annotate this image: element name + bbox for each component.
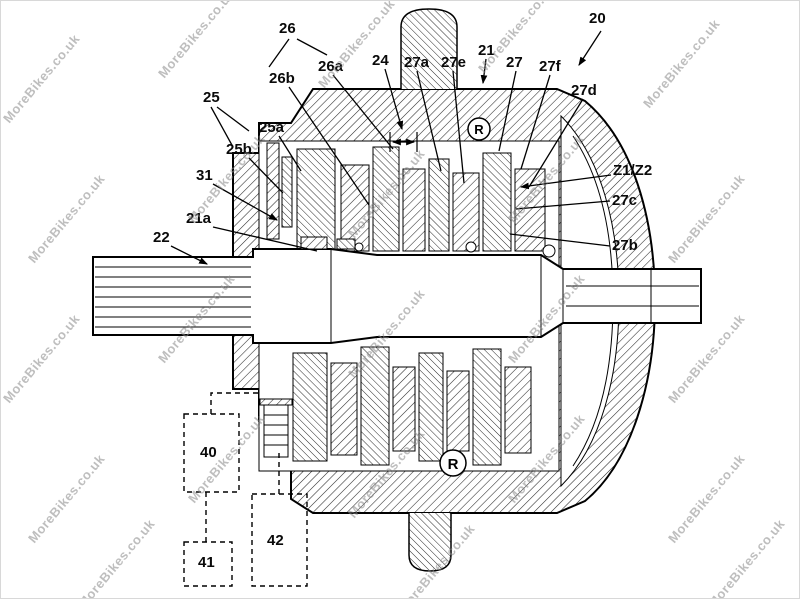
leader-lines <box>170 30 612 265</box>
part-label-27b: 27b <box>612 237 638 254</box>
registered-letter-top: R <box>474 122 484 137</box>
registered-symbol-top: R <box>467 117 491 141</box>
part-label-27c: 27c <box>612 192 638 209</box>
part-label-42: 42 <box>267 532 284 549</box>
dimension-arrow <box>389 132 418 152</box>
part-label-27e: 27e <box>441 54 467 71</box>
dashed-connectors <box>183 392 308 587</box>
part-label-24: 24 <box>372 52 389 69</box>
auxiliary-shaft <box>259 398 293 458</box>
gear-cluster-lower <box>292 346 532 466</box>
part-label-21: 21 <box>478 42 495 59</box>
part-label-41: 41 <box>198 554 215 571</box>
part-label-27d: 27d <box>571 82 597 99</box>
part-label-31: 31 <box>196 167 213 184</box>
part-label-26b: 26b <box>269 70 295 87</box>
registered-letter-bottom: R <box>448 456 459 473</box>
part-label-27f: 27f <box>539 58 561 75</box>
part-label-25a: 25a <box>259 119 285 136</box>
part-label-40: 40 <box>200 444 217 461</box>
part-label-26a: 26a <box>318 58 344 75</box>
part-label-21a: 21a <box>186 210 212 227</box>
component-box-41 <box>183 541 233 587</box>
top-shaft-stub <box>400 8 458 89</box>
part-label-27: 27 <box>506 54 523 71</box>
part-label-26: 26 <box>279 20 296 37</box>
part-label-22: 22 <box>153 229 170 246</box>
gear-cluster-upper <box>296 146 556 258</box>
part-label-25: 25 <box>203 89 220 106</box>
part-label-27a: 27a <box>404 54 430 71</box>
part-label-20: 20 <box>589 10 606 27</box>
registered-symbol-bottom: R <box>439 449 467 477</box>
part-label-z1z2: Z1/Z2 <box>613 162 653 179</box>
part-label-25b: 25b <box>226 141 252 158</box>
clutch-plate-assembly <box>266 142 293 240</box>
bottom-shaft-stub <box>408 513 452 572</box>
main-shaft <box>92 236 702 344</box>
